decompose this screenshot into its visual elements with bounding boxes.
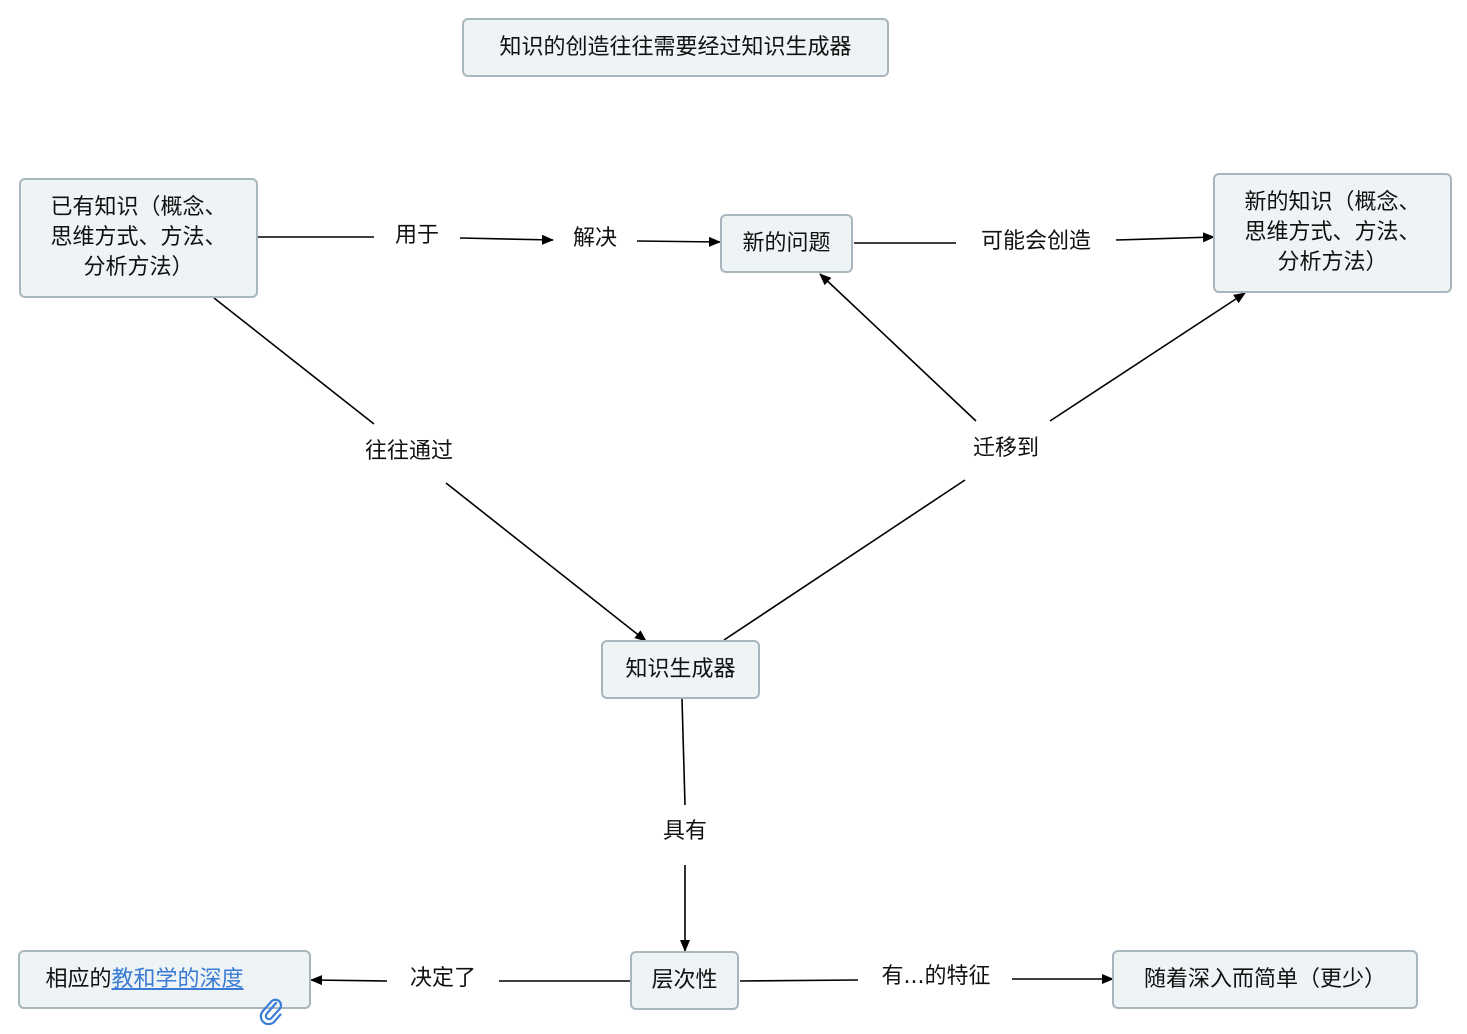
edge-generator-to-transfer (723, 479, 966, 641)
link-used-for[interactable]: 用于 (392, 222, 442, 250)
link-often-through[interactable]: 往往通过 (362, 438, 456, 466)
link-solve[interactable]: 解决 (570, 225, 620, 253)
link-determines[interactable]: 决定了 (407, 965, 479, 993)
link-may-create[interactable]: 可能会创造 (978, 228, 1094, 256)
edge-maycreate-to-newknowledge (1115, 232, 1215, 243)
link-transfer-to[interactable]: 迁移到 (970, 435, 1042, 463)
concept-existing-knowledge[interactable]: 已有知识（概念、 思维方式、方法、 分析方法） (19, 178, 258, 298)
concept-title[interactable]: 知识的创造往往需要经过知识生成器 (462, 18, 889, 77)
edge-existing-to-oftenthrough (213, 297, 375, 425)
edge-oftenthrough-to-generator (445, 482, 647, 642)
teaching-depth-prefix: 相应的 (45, 966, 112, 992)
link-has[interactable]: 具有 (660, 818, 710, 846)
edge-solve-to-newproblem (636, 236, 721, 247)
concept-simpler-with-depth[interactable]: 随着深入而简单（更少） (1112, 950, 1418, 1009)
paperclip-icon[interactable] (258, 965, 284, 1025)
edge-generator-to-has (681, 698, 686, 806)
concept-hierarchy[interactable]: 层次性 (630, 951, 739, 1010)
edge-usedfor-to-solve (459, 234, 554, 245)
concept-teaching-depth[interactable]: 相应的教和学的深度 (18, 950, 311, 1025)
edge-determines-to-teaching (310, 975, 388, 986)
edge-hierarchy-to-feature (739, 979, 859, 982)
concept-new-problem[interactable]: 新的问题 (720, 214, 853, 273)
link-feature[interactable]: 有...的特征 (879, 963, 993, 991)
edge-transfer-to-newknowledge (1049, 292, 1246, 422)
teaching-depth-link[interactable]: 教和学的深度 (111, 966, 244, 992)
concept-knowledge-generator[interactable]: 知识生成器 (601, 640, 760, 699)
concept-new-knowledge[interactable]: 新的知识（概念、 思维方式、方法、 分析方法） (1213, 173, 1452, 293)
edge-transfer-to-newproblem (819, 273, 977, 422)
